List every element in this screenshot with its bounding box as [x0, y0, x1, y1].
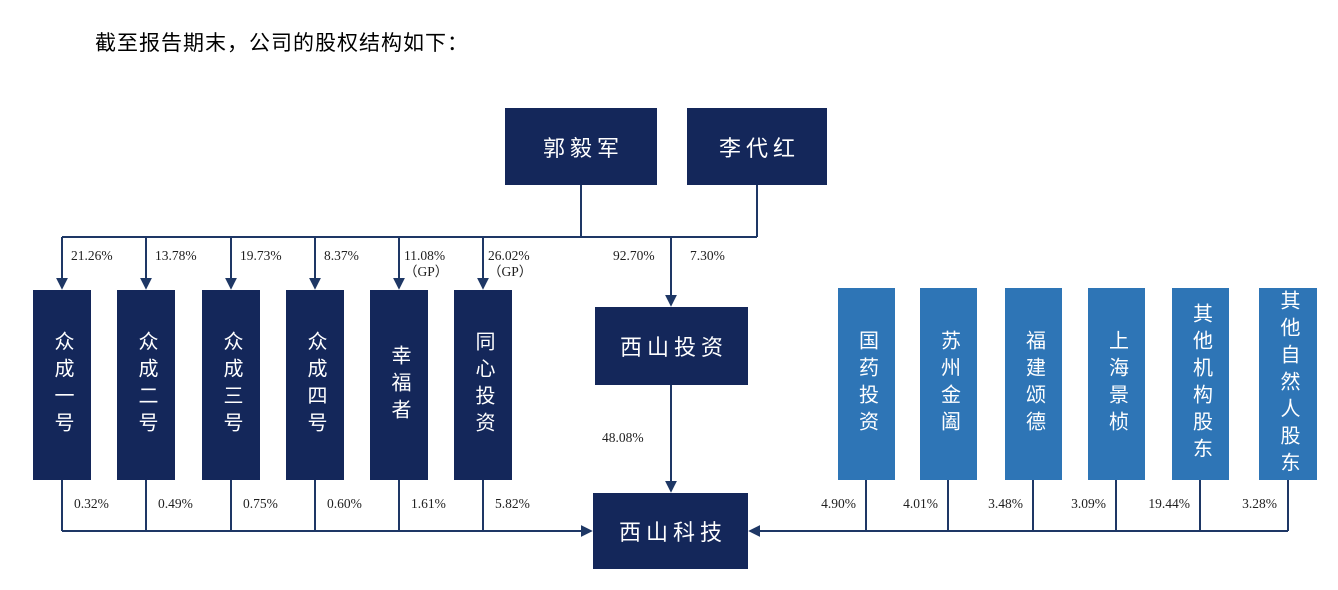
- founder-box-2: 李代红: [687, 108, 827, 185]
- company-box: 西山科技: [593, 493, 748, 569]
- stake-label-founder-to-left-2: 13.78%: [155, 248, 197, 263]
- stake-label-founder-to-left-6: 26.02% （GP）: [488, 248, 532, 280]
- stake-label-founder-to-left-5: 11.08% （GP）: [404, 248, 448, 280]
- company-name: 西山科技: [618, 520, 727, 545]
- stake-label-founder-to-left-1: 21.26%: [71, 248, 113, 263]
- left-shareholder-box-6: 同心投资: [454, 290, 512, 480]
- left-shareholder-box-2: 众成二号: [117, 290, 175, 480]
- right-shareholder-box-5: 其他机构股东: [1172, 288, 1229, 480]
- diagram-title: 截至报告期末，公司的股权结构如下：: [95, 31, 469, 55]
- stake-label-founder2-to-holding: 7.30%: [690, 248, 725, 263]
- stake-label-left3-to-company: 0.75%: [243, 496, 278, 511]
- right-shareholder-box-6: 其他自然人股东: [1259, 288, 1317, 480]
- stake-label-founder-to-left-4: 8.37%: [324, 248, 359, 263]
- right-shareholder-1-name: 国药投资: [855, 330, 878, 438]
- right-shareholder-5-name: 其他机构股东: [1189, 303, 1212, 465]
- stake-value: 26.02%: [488, 248, 530, 263]
- stake-label-right6-to-company: 3.28%: [1242, 496, 1277, 511]
- left-shareholder-6-name: 同心投资: [472, 331, 494, 439]
- left-shareholder-box-5: 幸福者: [370, 290, 428, 480]
- stake-label-left6-to-company: 5.82%: [495, 496, 530, 511]
- gp-note: （GP）: [488, 264, 533, 279]
- stake-label-right2-to-company: 4.01%: [903, 496, 938, 511]
- right-shareholder-3-name: 福建颂德: [1022, 330, 1045, 438]
- right-shareholder-box-3: 福建颂德: [1005, 288, 1062, 480]
- stake-label-left4-to-company: 0.60%: [327, 496, 362, 511]
- left-shareholder-5-name: 幸福者: [388, 344, 410, 426]
- left-shareholder-2-name: 众成二号: [135, 331, 157, 439]
- left-shareholder-box-4: 众成四号: [286, 290, 344, 480]
- right-shareholder-box-2: 苏州金阖: [920, 288, 977, 480]
- stake-label-right1-to-company: 4.90%: [821, 496, 856, 511]
- right-shareholder-2-name: 苏州金阖: [937, 330, 960, 438]
- stake-label-right4-to-company: 3.09%: [1071, 496, 1106, 511]
- gp-note: （GP）: [404, 264, 449, 279]
- right-shareholder-6-name: 其他自然人股东: [1277, 289, 1299, 479]
- holding-company-name: 西山投资: [619, 335, 728, 360]
- right-shareholder-4-name: 上海景桢: [1105, 330, 1128, 438]
- stake-label-holding-to-company: 48.08%: [602, 430, 644, 445]
- stake-label-founder-to-left-3: 19.73%: [240, 248, 282, 263]
- holding-company-box: 西山投资: [595, 307, 748, 385]
- stake-label-right5-to-company: 19.44%: [1148, 496, 1190, 511]
- founder-1-name: 郭毅军: [542, 135, 624, 161]
- left-shareholder-box-3: 众成三号: [202, 290, 260, 480]
- right-shareholder-box-4: 上海景桢: [1088, 288, 1145, 480]
- founder-box-1: 郭毅军: [505, 108, 657, 185]
- stake-label-left1-to-company: 0.32%: [74, 496, 109, 511]
- left-shareholder-box-1: 众成一号: [33, 290, 91, 480]
- stake-value: 11.08%: [404, 248, 446, 263]
- right-shareholder-box-1: 国药投资: [838, 288, 895, 480]
- left-shareholder-4-name: 众成四号: [304, 331, 326, 439]
- stake-label-left5-to-company: 1.61%: [411, 496, 446, 511]
- founder-2-name: 李代红: [718, 135, 800, 161]
- stake-label-founder1-to-holding: 92.70%: [613, 248, 655, 263]
- left-shareholder-1-name: 众成一号: [51, 331, 73, 439]
- left-shareholder-3-name: 众成三号: [220, 331, 242, 439]
- stake-label-left2-to-company: 0.49%: [158, 496, 193, 511]
- stake-label-right3-to-company: 3.48%: [988, 496, 1023, 511]
